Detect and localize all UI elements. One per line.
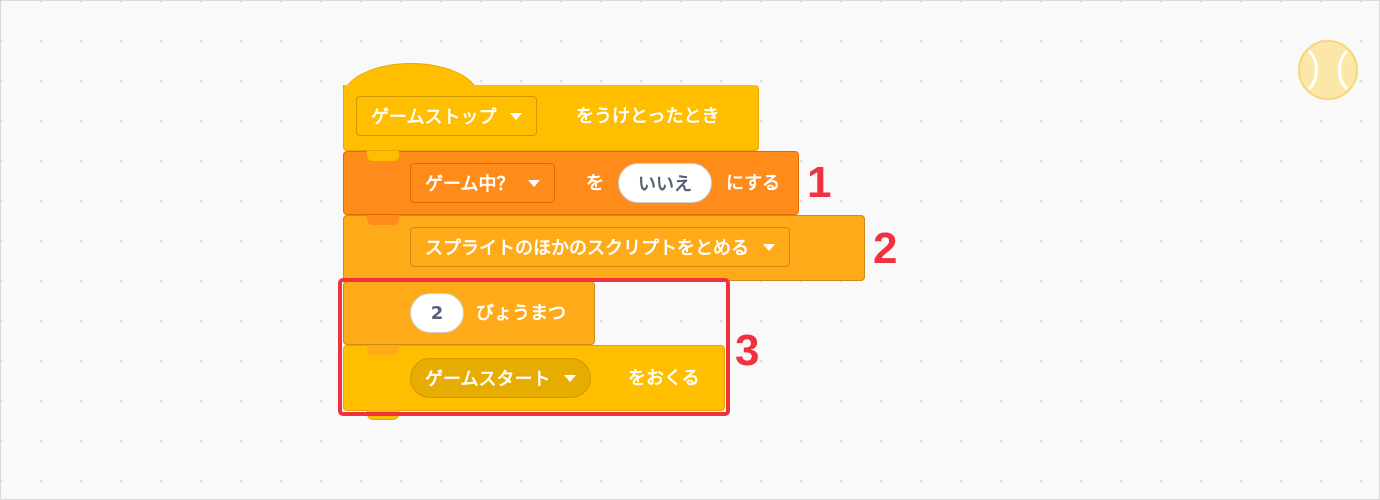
message-dropdown-label: ゲームストップ [371, 107, 497, 128]
stop-other-scripts-block[interactable]: スプライトのほかのスクリプトをとめる [343, 215, 865, 281]
variable-dropdown[interactable]: ゲーム中？ [410, 163, 556, 203]
baseball-icon[interactable] [1297, 39, 1359, 101]
hat-block-suffix: をうけとったとき [576, 106, 720, 127]
stop-option-dropdown[interactable]: スプライトのほかのスクリプトをとめる [410, 227, 790, 267]
stop-option-label: スプライトのほかのスクリプトをとめる [425, 238, 749, 259]
wait-seconds-value: 2 [430, 302, 444, 324]
set-connector-label: を [586, 173, 604, 194]
broadcast-block[interactable]: ゲームスタート をおくる [343, 345, 725, 411]
broadcast-suffix-label: をおくる [628, 368, 700, 389]
variable-value-text: いいえ [638, 174, 692, 195]
caret-down-icon [510, 112, 523, 120]
highlight-box [338, 278, 730, 416]
wait-seconds-block[interactable]: 2 びょうまつ [343, 281, 595, 345]
set-suffix-label: にする [726, 173, 781, 194]
callout-number-3: 3 [735, 326, 760, 375]
broadcast-message-label: ゲームスタート [425, 369, 551, 390]
block-notch [367, 151, 399, 161]
block-notch [367, 281, 399, 291]
variable-value-input[interactable]: いいえ [618, 163, 712, 203]
wait-suffix-label: びょうまつ [476, 303, 566, 324]
variable-dropdown-label: ゲーム中？ [425, 174, 515, 195]
block-notch [367, 345, 399, 355]
broadcast-message-dropdown[interactable]: ゲームスタート [410, 358, 592, 398]
callout-number-1: 1 [807, 158, 832, 207]
caret-down-icon [564, 374, 577, 382]
message-dropdown[interactable]: ゲームストップ [356, 96, 538, 136]
caret-down-icon [763, 243, 775, 251]
callout-number-2: 2 [873, 224, 898, 273]
when-i-receive-block[interactable]: ゲームストップ をうけとったとき [343, 85, 759, 151]
set-variable-block[interactable]: ゲーム中？ を いいえ にする [343, 151, 799, 215]
wait-seconds-input[interactable]: 2 [410, 293, 464, 333]
block-notch [367, 215, 399, 225]
caret-down-icon [528, 179, 541, 187]
